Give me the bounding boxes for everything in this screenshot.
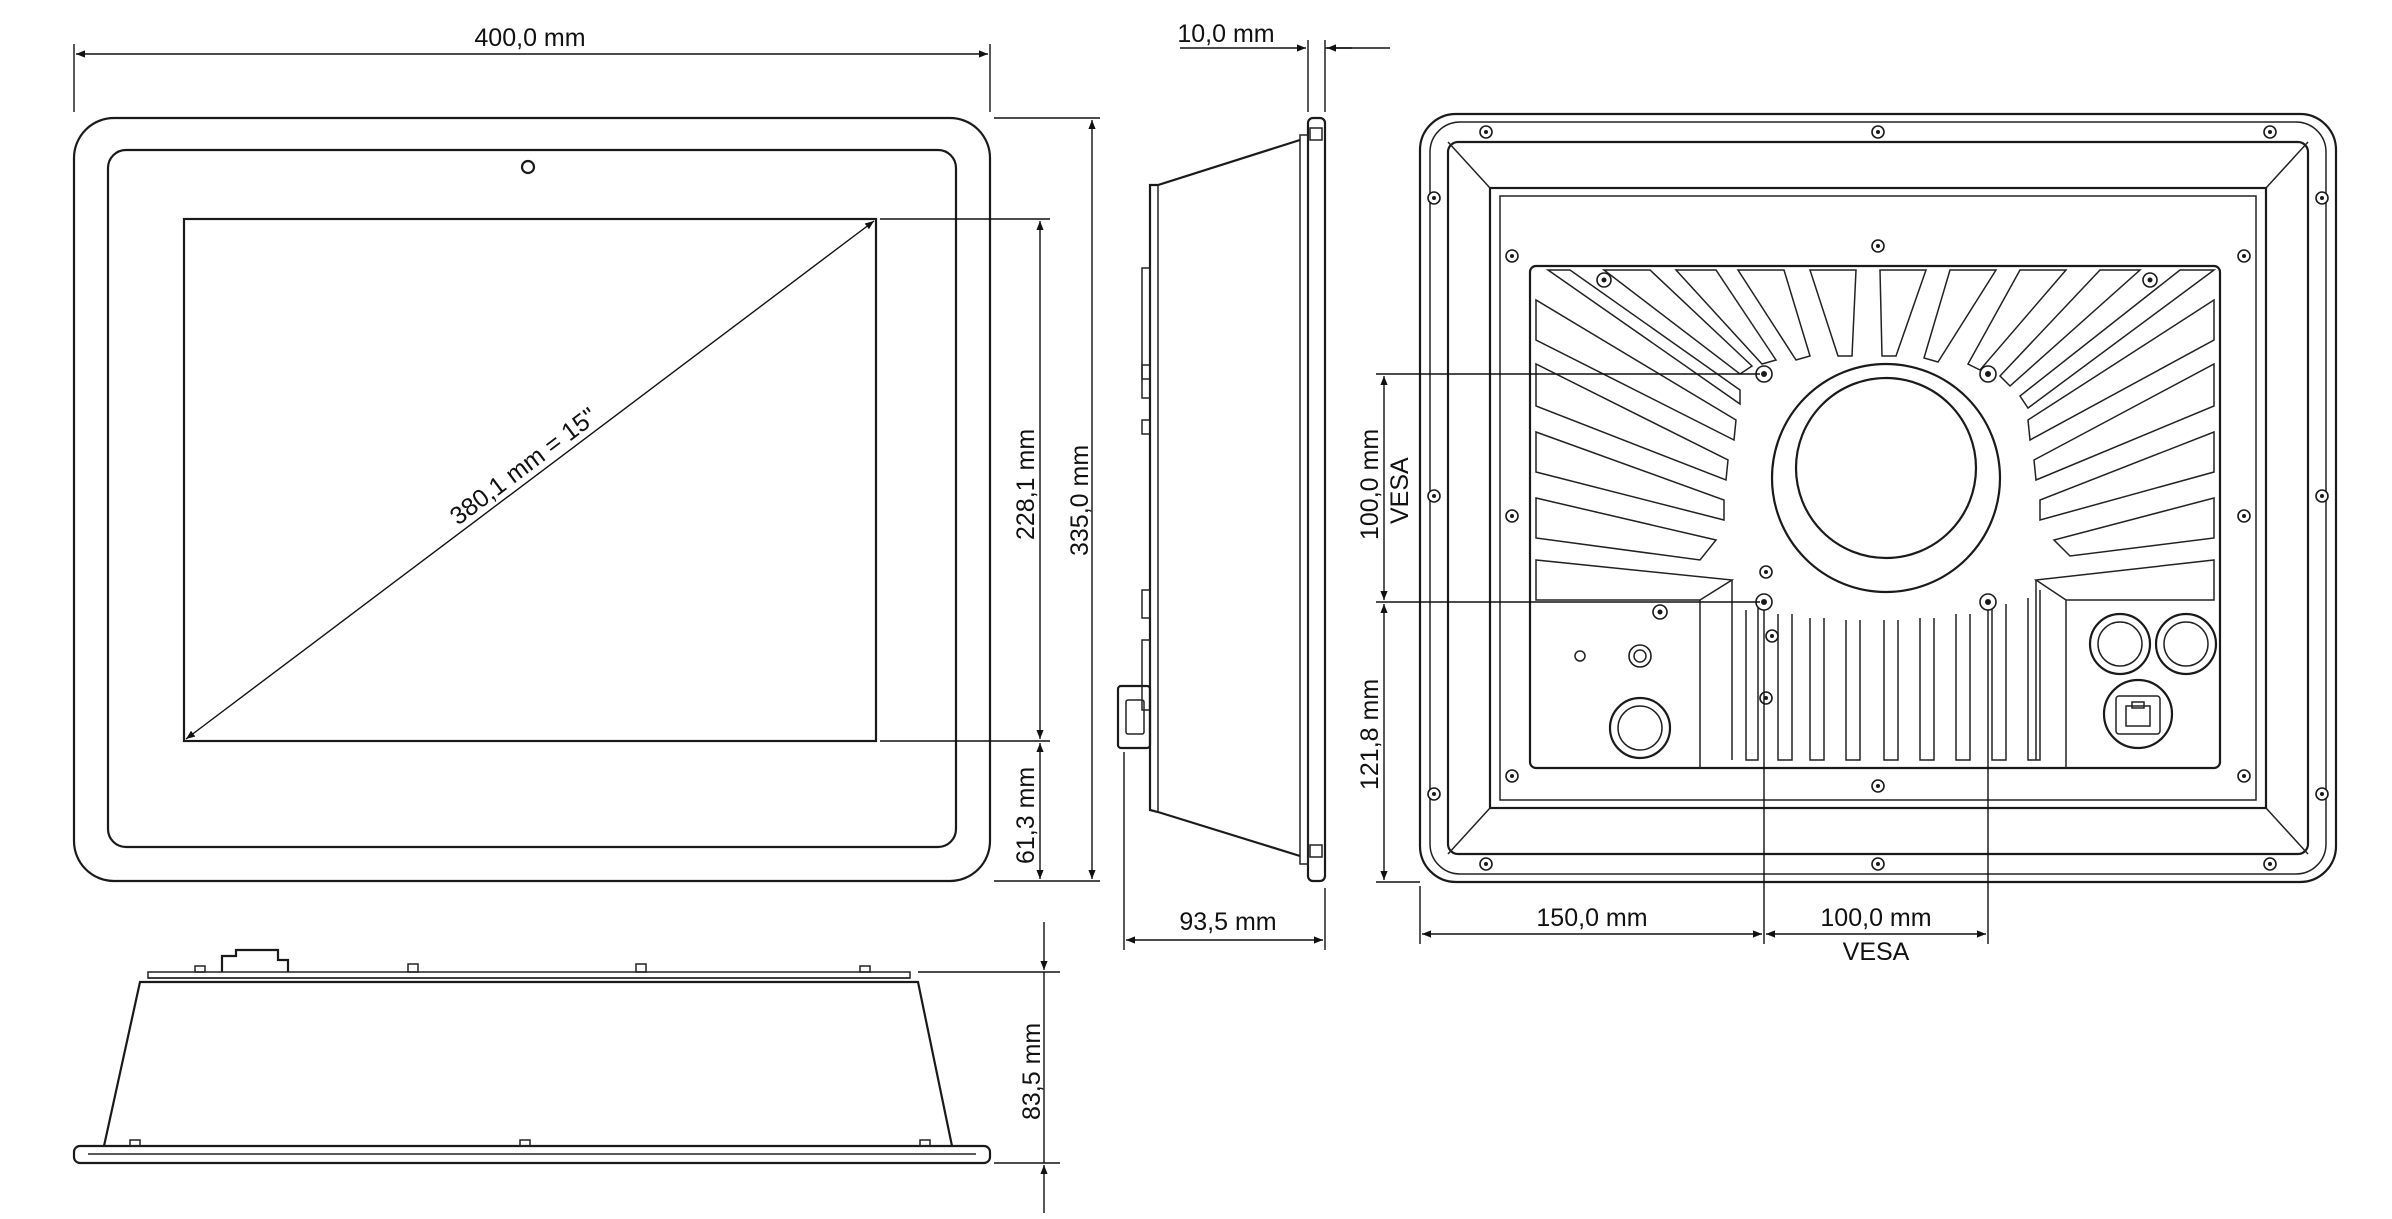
bottom-offset-label: 61,3 mm	[1012, 767, 1040, 864]
dim-front-heights: 228,1 mm 335,0 mm 61,3 mm	[880, 117, 1100, 882]
vesa-vertical-offset-label: 121,8 mm	[1356, 679, 1384, 790]
dim-width-overall: 400,0 mm	[73, 24, 991, 112]
vesa-horizontal-value-label: 100,0 mm	[1820, 904, 1931, 932]
rear-screws	[1427, 125, 2329, 871]
dim-bottom-depth: 83,5 mm	[918, 922, 1060, 1213]
ethernet-port-icon	[2102, 678, 2174, 750]
vesa-holes	[1755, 365, 1997, 705]
bottom-bezel-plate	[72, 1144, 992, 1165]
round-connector-left-icon	[2088, 612, 2152, 676]
dim-side: 10,0 mm 93,5 mm	[1123, 20, 1390, 950]
camera-icon	[520, 159, 536, 175]
vesa-vertical-label: VESA	[1386, 457, 1414, 524]
rear-view	[1418, 112, 2338, 884]
rear-outer-frame	[1418, 112, 2338, 884]
rear-center-boss-outer	[1770, 362, 2002, 594]
front-view: 380,1 mm = 15"	[72, 116, 992, 883]
heatsink-area	[1528, 264, 2222, 770]
rear-frame-inner	[1446, 140, 2310, 856]
side-connector	[1116, 684, 1152, 750]
front-outer-frame	[72, 116, 992, 883]
rear-housing-plate	[1488, 186, 2268, 810]
vesa-horizontal-offset-label: 150,0 mm	[1536, 904, 1647, 932]
width-overall-label: 400,0 mm	[474, 24, 585, 52]
screen-diagonal-label: 380,1 mm = 15"	[445, 402, 603, 530]
bottom-clip	[220, 948, 290, 972]
right-connector-panel	[2088, 612, 2218, 750]
screen-height-label: 228,1 mm	[1012, 429, 1040, 540]
front-bezel-inner	[106, 148, 958, 849]
vesa-vertical-value-label: 100,0 mm	[1356, 429, 1384, 540]
bottom-view	[72, 948, 992, 1165]
round-connector-right-icon	[2154, 612, 2218, 676]
screen-diagonal-line	[185, 220, 875, 740]
dim-rear: 100,0 mm VESA 121,8 mm 150,0 mm 100,0 mm…	[1356, 373, 1989, 966]
bottom-depth-label: 83,5 mm	[1018, 1023, 1046, 1120]
front-screen	[182, 217, 878, 743]
side-view	[1116, 116, 1327, 883]
bottom-housing	[102, 980, 954, 1147]
bezel-depth-label: 10,0 mm	[1177, 20, 1274, 48]
heatsink-fins	[1535, 269, 2217, 601]
left-connector-panel	[1574, 644, 1672, 760]
vesa-horizontal-label: VESA	[1843, 938, 1910, 966]
side-depth-label: 93,5 mm	[1179, 908, 1276, 936]
power-connector-icon	[1608, 696, 1672, 760]
height-overall-label: 335,0 mm	[1066, 445, 1094, 556]
heatsink-vertical-fins	[1699, 580, 2067, 768]
side-housing	[1148, 138, 1301, 858]
side-bezel-plate	[1306, 116, 1327, 883]
rear-center-boss-inner	[1794, 376, 1978, 560]
